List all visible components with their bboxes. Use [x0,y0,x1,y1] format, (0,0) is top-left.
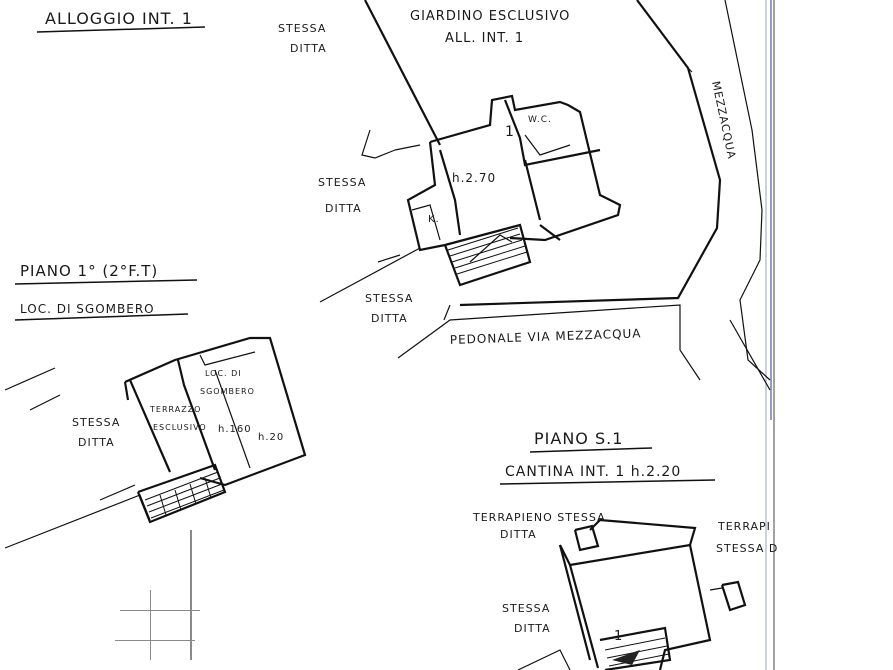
cantina-title: CANTINA INT. 1 h.2.20 [505,464,681,480]
scan-edge [765,0,775,670]
alloggio-underline [36,26,206,33]
stair-top [443,223,532,287]
label-pedonale: PEDONALE VIA MEZZACQUA [450,326,642,347]
label-loc-di: LOC. DI [205,369,242,378]
label-k: K. [428,214,440,225]
label-giardino-int: ALL. INT. 1 [445,31,524,46]
label-terrazzo: TERRAZZO [149,405,201,414]
cellar-plan [517,518,747,670]
label-giardino: GIARDINO ESCLUSIVO [410,9,570,24]
label-terrapieno-ditta: DITTA [500,528,537,541]
label-ditta-west: DITTA [78,436,115,449]
label-sgombero: SGOMBERO [200,387,255,396]
piano-s1-title: PIANO S.1 [534,429,623,448]
label-num1-bottom: 1 [614,629,623,644]
apartment-plan [319,0,771,391]
alloggio-title: ALLOGGIO INT. 1 [45,9,193,28]
annotations: ALLOGGIO INT. 1 STESSA DITTA GIARDINO ES… [14,9,778,644]
label-h270: h.2.70 [452,171,496,185]
label-h160: h.160 [218,424,252,435]
label-terrapieno: TERRAPIENO STESSA [472,511,606,524]
label-ditta-left: DITTA [325,202,362,215]
loc-sgombero-underline [14,313,189,321]
label-mezzacqua-road: MEZZACQUA [709,80,738,161]
label-ditta-bottom: DITTA [514,622,551,635]
scan-dots [115,530,200,660]
label-num1-top: 1 [505,124,515,140]
stair-bottom [599,626,672,670]
piano-s1-underline [529,447,653,453]
label-stessa-left: STESSA [318,176,366,189]
label-stessa-mid: STESSA [365,292,413,305]
label-h20: h.20 [258,432,284,443]
label-esclusivo: ESCLUSIVO [153,423,207,432]
cantina-underline [499,479,716,485]
loc-sgombero-title: LOC. DI SGOMBERO [20,302,155,316]
label-stessa-west: STESSA [72,416,120,429]
label-ditta-mid: DITTA [371,312,408,325]
piano-1-title: PIANO 1° (2°F.T) [20,262,158,280]
label-wc: W.C. [528,115,552,125]
first-floor-plan [4,336,307,660]
piano-1-underline [14,279,198,285]
stair-left [136,463,227,524]
label-terrapieno-right: TERRAPI [717,520,771,533]
label-stessa-top: STESSA [278,22,326,35]
label-ditta-top: DITTA [290,42,327,55]
label-stessa-bottom: STESSA [502,602,550,615]
label-terrapieno-right-ditta: STESSA D [716,542,778,555]
